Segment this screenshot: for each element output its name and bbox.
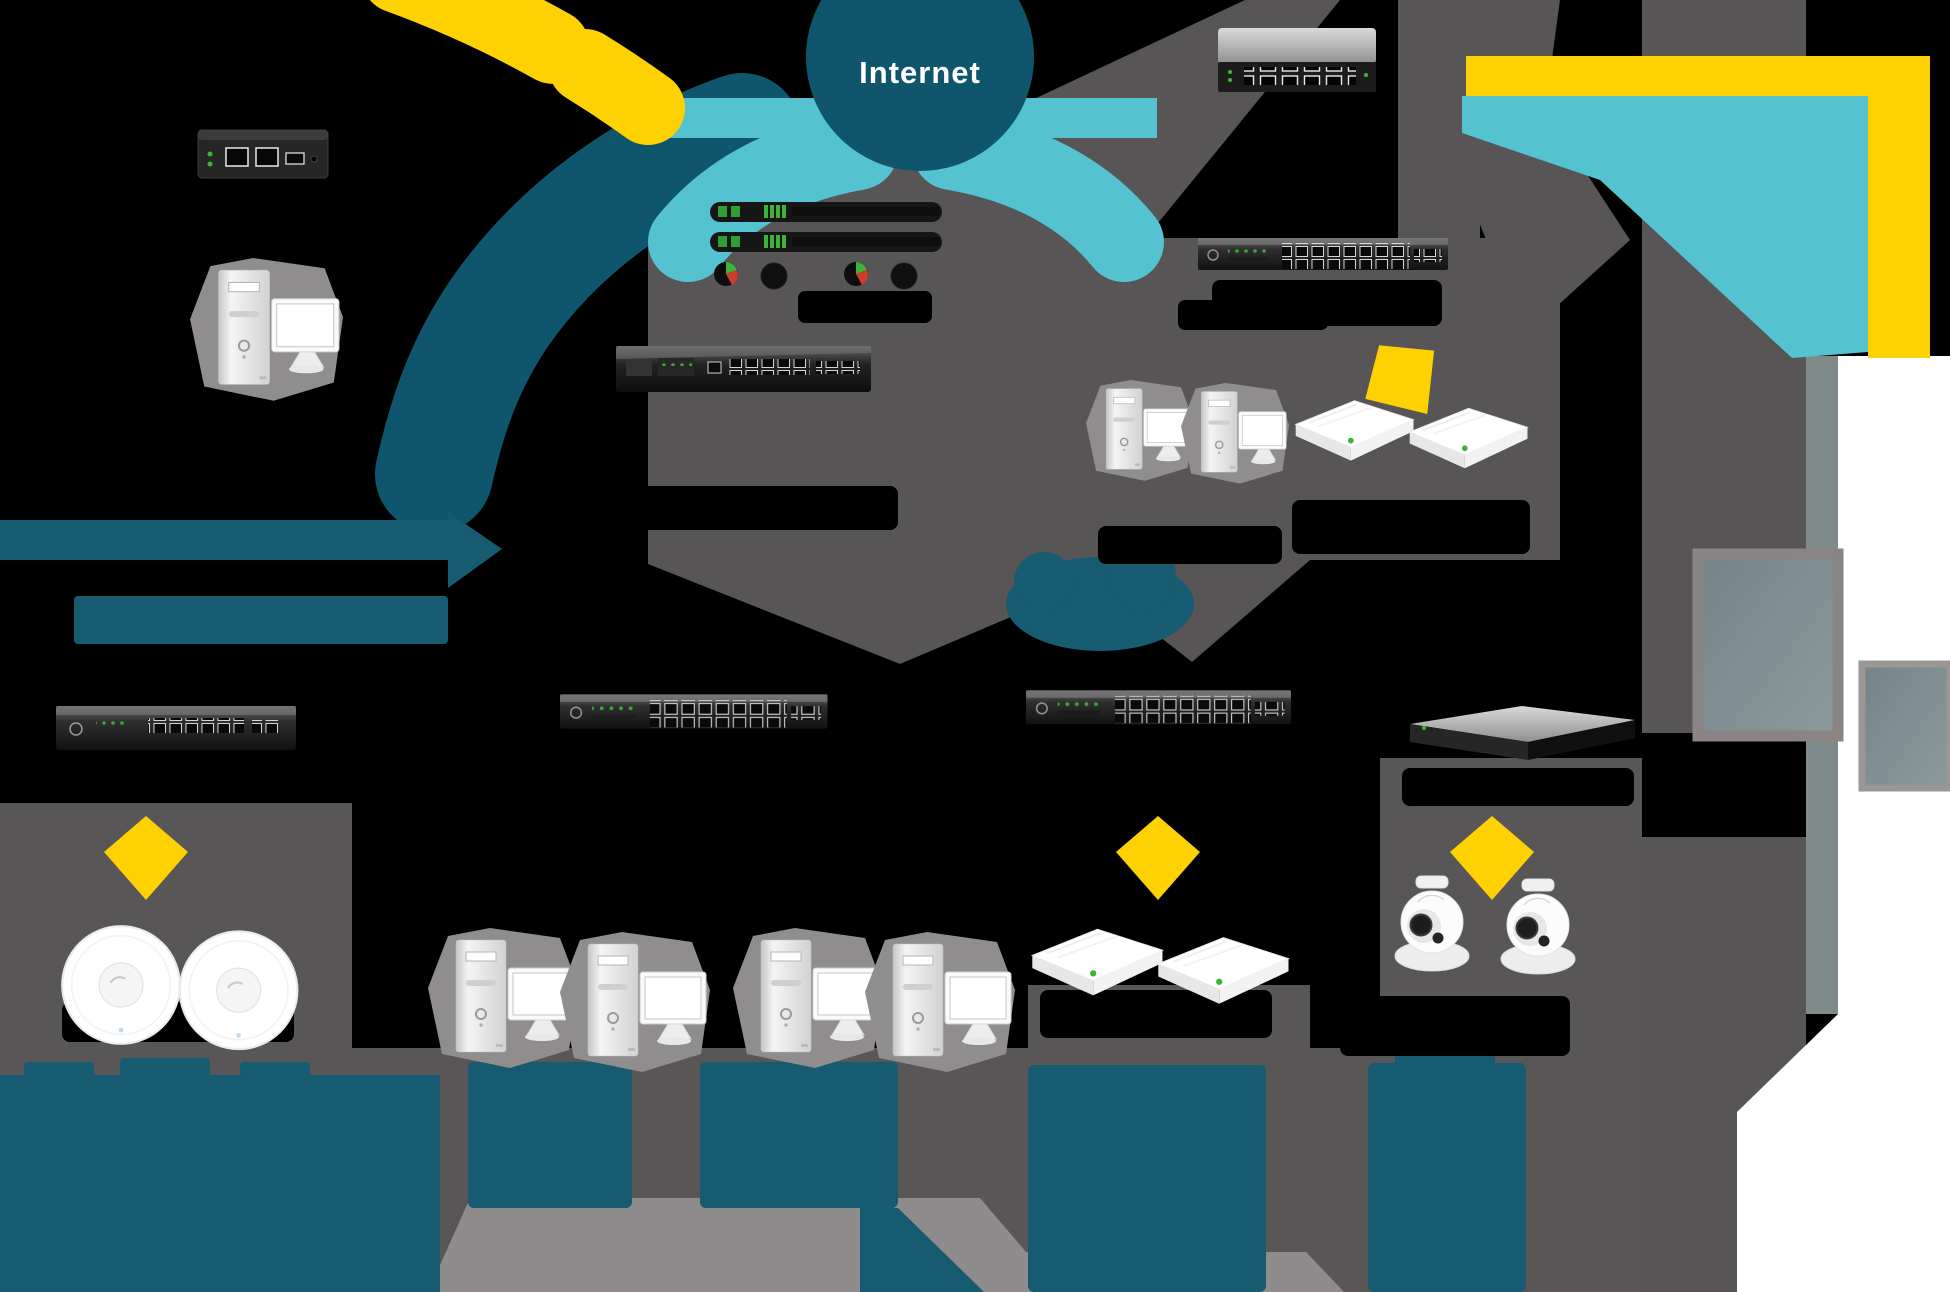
yellow-arrows xyxy=(104,0,1930,900)
right-ribbon-cyan xyxy=(1462,96,1868,358)
controller-box-icon xyxy=(197,129,329,179)
left-band-arrow-top xyxy=(0,520,448,560)
bottom-teal-blobs xyxy=(0,1050,1526,1292)
internet-label: Internet xyxy=(859,55,981,90)
switch-24port-icon xyxy=(1197,237,1449,271)
top-left-arc-arrow xyxy=(370,0,685,145)
right-ribbon-yellow xyxy=(1466,56,1930,358)
left-band-arrow-tip xyxy=(448,512,502,588)
building-window-2 xyxy=(1858,660,1950,792)
left-band-arrow-bottom xyxy=(74,596,448,644)
switch-8port-icon xyxy=(55,705,297,751)
building-gap xyxy=(1642,733,1806,837)
router-5port-icon xyxy=(1218,28,1376,92)
building-wall xyxy=(1737,356,1950,1292)
teal-arrows-and-blobs xyxy=(0,73,1526,1292)
internet-split-left-arrow xyxy=(648,110,898,282)
poe-diamond-mid xyxy=(1116,816,1200,900)
omada-cloud-shape xyxy=(1006,542,1194,651)
internet-group: Internet xyxy=(648,0,1164,282)
switch-24port-icon xyxy=(559,693,829,730)
internet-cloud-icon xyxy=(806,0,1034,171)
switch-24port-icon xyxy=(1025,689,1292,726)
desktop-pc-icon xyxy=(188,256,345,402)
desktop-switch-icon xyxy=(1410,706,1635,760)
rack-switch-icon xyxy=(615,345,872,393)
left-swoosh-arrow xyxy=(375,73,801,533)
building-window xyxy=(1692,548,1844,742)
